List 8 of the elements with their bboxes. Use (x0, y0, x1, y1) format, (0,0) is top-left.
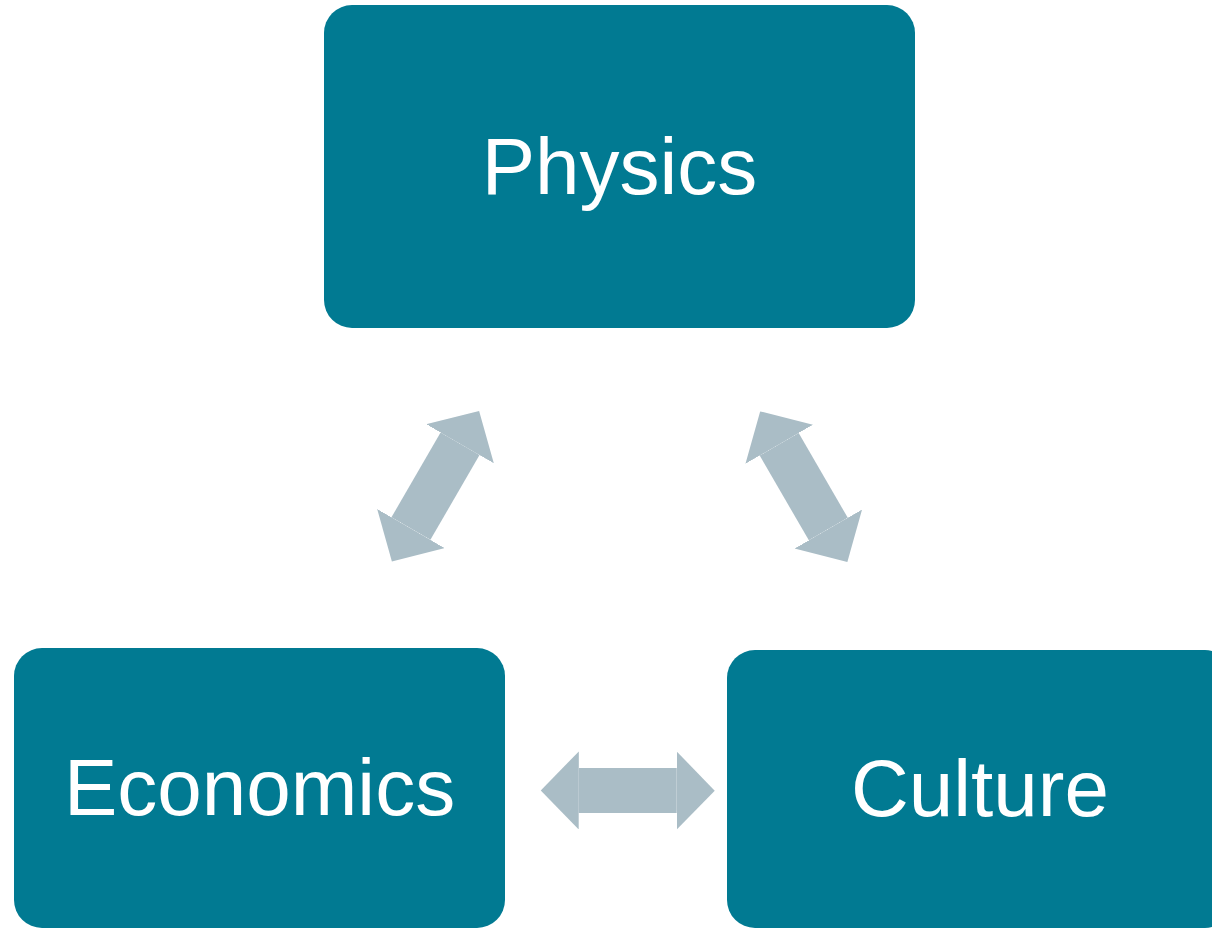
double-arrow (377, 410, 494, 562)
box-label: Economics (63, 748, 456, 828)
double-arrow (745, 411, 863, 562)
rounded-box (324, 5, 915, 328)
double-arrow (540, 751, 715, 830)
rounded-box (727, 650, 1212, 928)
box-label: Culture (851, 749, 1109, 829)
rounded-box (14, 648, 505, 928)
